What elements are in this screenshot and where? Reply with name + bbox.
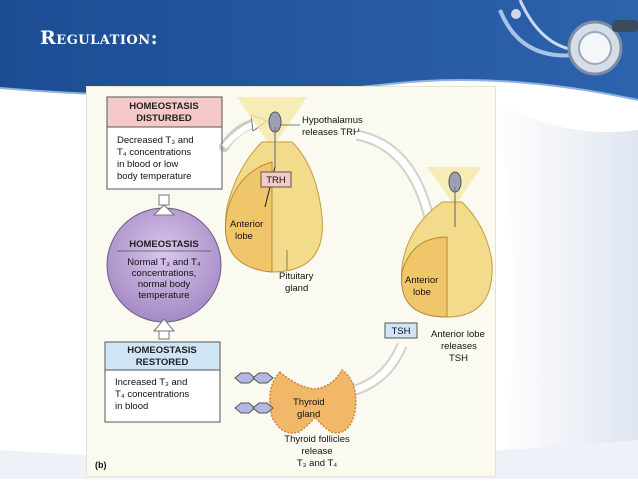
thyroid-gland-label-2: gland <box>297 409 320 420</box>
pituitary-gland-upper <box>225 97 323 273</box>
anterior-lobe-2-line-1: Anterior <box>405 275 438 286</box>
anterior-releases-line-2: releases <box>441 341 477 352</box>
homeostasis-circle-line-4: temperature <box>138 290 189 301</box>
hormone-molecules <box>234 372 274 414</box>
arrow-restored-to-circle <box>152 318 176 340</box>
hypothalamus-label-2: releases TRH <box>302 127 360 138</box>
tsh-tag: TSH <box>384 322 418 339</box>
arrow-circle-to-disturbed <box>152 194 176 216</box>
slide-title: Regulation: <box>40 27 159 49</box>
disturbed-line-1: Decreased T₃ and <box>117 135 194 146</box>
disturbed-line-4: body temperature <box>117 171 191 182</box>
anterior-lobe-2-line-2: lobe <box>413 287 431 298</box>
restored-line-3: in blood <box>115 401 148 412</box>
figure-panel: HOMEOSTASIS DISTURBED Decreased T₃ and T… <box>86 86 496 477</box>
restored-line-1: Increased T₃ and <box>115 377 187 388</box>
arrow-pituitary-to-thyroid <box>347 342 408 398</box>
thyroid-follicles-line-1: Thyroid follicles <box>284 434 350 445</box>
trh-tag: TRH <box>260 171 292 188</box>
anterior-releases-line-3: TSH <box>449 353 468 364</box>
disturbed-header-2: DISTURBED <box>136 113 192 124</box>
restored-header-1: HOMEOSTASIS <box>127 345 197 356</box>
homeostasis-circle: HOMEOSTASIS Normal T₃ and T₄ concentrati… <box>106 207 222 323</box>
thyroid-follicles-line-2: release <box>301 446 332 457</box>
homeostasis-circle-header: HOMEOSTASIS <box>129 239 199 250</box>
figure-label: (b) <box>95 460 107 470</box>
restored-header-2: RESTORED <box>136 357 189 368</box>
thyroid-follicles-line-3: T₃ and T₄ <box>297 458 337 469</box>
homeostasis-circle-line-1: Normal T₃ and T₄ <box>127 257 201 268</box>
disturbed-line-3: in blood or low <box>117 159 178 170</box>
thyroid-gland-label-1: Thyroid <box>293 397 325 408</box>
anterior-lobe-1-line-1: Anterior <box>230 219 263 230</box>
pituitary-label-1: Pituitary <box>279 271 314 282</box>
homeostasis-restored-box: HOMEOSTASIS RESTORED Increased T₃ and T₄… <box>104 341 221 423</box>
pituitary-gland-right <box>401 167 493 318</box>
thyroid-regulation-diagram: HOMEOSTASIS DISTURBED Decreased T₃ and T… <box>95 96 493 470</box>
homeostasis-circle-line-3: normal body <box>138 279 191 290</box>
disturbed-line-2: T₄ concentrations <box>117 147 191 158</box>
anterior-releases-line-1: Anterior lobe <box>431 329 485 340</box>
disturbed-header-1: HOMEOSTASIS <box>129 101 199 112</box>
thyroid-gland <box>269 368 357 434</box>
hypothalamus-label-1: Hypothalamus <box>302 115 363 126</box>
homeostasis-circle-line-2: concentrations, <box>132 268 196 279</box>
trh-label: TRH <box>266 175 286 186</box>
homeostasis-disturbed-box: HOMEOSTASIS DISTURBED Decreased T₃ and T… <box>106 96 223 190</box>
tsh-label: TSH <box>392 326 411 337</box>
stethoscope-icon <box>498 0 638 76</box>
pituitary-label-2: gland <box>285 283 308 294</box>
anterior-lobe-1-line-2: lobe <box>235 231 253 242</box>
restored-line-2: T₄ concentrations <box>115 389 189 400</box>
